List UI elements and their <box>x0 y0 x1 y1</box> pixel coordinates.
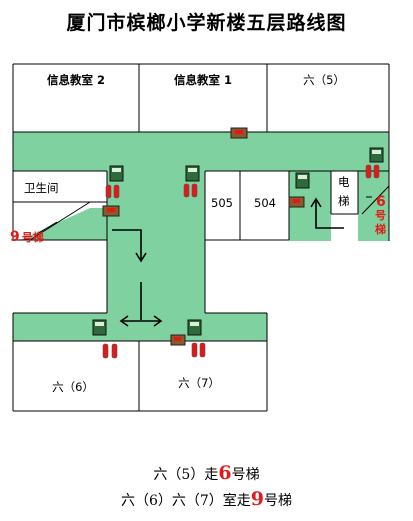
room-restroom: 卫生间 <box>24 181 59 195</box>
map-title: 厦门市槟榔小学新楼五层路线图 <box>66 12 347 34</box>
fire-hydrant-box-icon <box>170 334 186 346</box>
legend-1-suffix: 号梯 <box>231 467 260 483</box>
fire-hydrant-box-icon <box>102 205 120 217</box>
legend-2-text: 六（6）六（7）室走 <box>120 493 251 509</box>
fire-alarm-panel-icon <box>109 165 124 182</box>
route-arrow-icon <box>112 229 147 263</box>
corridor-area <box>13 132 389 341</box>
walls <box>12 63 390 412</box>
room-six-7: 六（7） <box>178 376 220 390</box>
fire-extinguisher-icon <box>183 183 198 198</box>
fire-alarm-panel-icon <box>185 165 200 182</box>
stair-6-lines <box>361 185 390 215</box>
route-arrow-icon <box>119 282 163 327</box>
room-six-6: 六（6） <box>52 380 94 394</box>
fire-extinguisher-icon <box>365 164 380 179</box>
room-505: 505 <box>211 196 233 210</box>
stair-6-char-2: 梯 <box>375 222 386 236</box>
fire-hydrant-box-icon <box>288 196 305 208</box>
room-six-5: 六（5） <box>303 73 345 87</box>
elevator-label-1: 电 <box>338 175 350 189</box>
fire-extinguisher-icon <box>102 343 118 359</box>
room-504: 504 <box>254 196 276 210</box>
legend-line-2: 六（6）六（7）室走9号梯 <box>0 488 413 510</box>
fire-extinguisher-icon <box>105 184 120 199</box>
route-arrow-icon <box>310 197 344 229</box>
fire-alarm-panel-icon <box>295 172 310 189</box>
legend-2-suffix: 号梯 <box>264 493 293 509</box>
stair-6-number: 6 <box>376 194 386 210</box>
room-info-2: 信息教室 2 <box>47 73 105 87</box>
fire-alarm-panel-icon <box>92 319 107 336</box>
room-info-1: 信息教室 1 <box>174 73 232 87</box>
legend-1-text: 六（5）走 <box>153 467 219 483</box>
stair-9-lines <box>29 201 91 241</box>
legend-1-number: 6 <box>218 462 232 484</box>
stair-6-char-1: 号 <box>375 209 386 222</box>
fire-extinguisher-icon <box>191 342 206 358</box>
legend-2-number: 9 <box>250 488 265 510</box>
fire-hydrant-box-icon <box>230 127 248 139</box>
fire-alarm-panel-icon <box>187 319 202 336</box>
fire-alarm-panel-icon <box>369 147 384 163</box>
elevator-label-2: 梯 <box>338 194 350 208</box>
legend-line-1: 六（5）走6号梯 <box>0 462 413 484</box>
